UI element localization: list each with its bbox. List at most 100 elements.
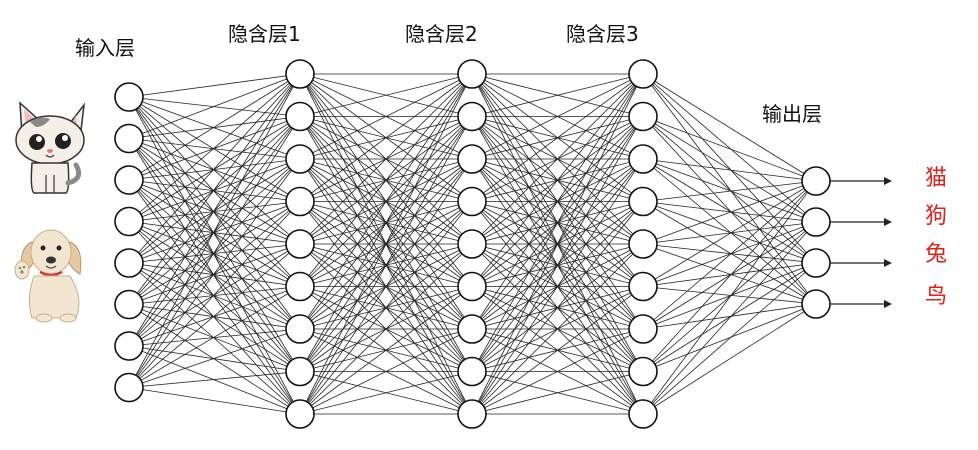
connection-line xyxy=(299,286,473,415)
connection-line xyxy=(642,180,817,287)
hidden-1-node xyxy=(285,101,315,132)
output-label-rabbit: 兔 xyxy=(925,242,948,267)
hidden-1-node xyxy=(285,144,315,174)
connection-line xyxy=(128,201,301,222)
connection-line xyxy=(642,180,817,415)
hidden-3-node xyxy=(628,314,658,344)
connection-line xyxy=(128,138,301,245)
hidden-2-node xyxy=(457,399,487,429)
connection-line xyxy=(642,158,817,305)
input-node xyxy=(114,206,144,237)
connection-line xyxy=(128,96,301,202)
input-node xyxy=(114,248,144,278)
connection-line xyxy=(128,96,301,287)
connection-line xyxy=(642,73,817,223)
connection-line xyxy=(642,303,817,415)
layer-title-output: 输出层 xyxy=(762,102,822,126)
connection-line xyxy=(471,371,644,415)
connection-line xyxy=(642,221,817,415)
connection-line xyxy=(128,179,301,202)
hidden-2-node xyxy=(457,314,487,344)
connection-line xyxy=(128,158,301,388)
connection-line xyxy=(471,73,644,245)
connection-line xyxy=(299,158,473,415)
connection-line xyxy=(128,221,301,330)
input-node xyxy=(114,123,144,154)
hidden-3-node xyxy=(628,229,658,259)
output-node xyxy=(801,289,831,319)
output-node xyxy=(801,207,831,237)
connection-line xyxy=(471,328,644,415)
connection-line xyxy=(299,73,473,415)
connection-line xyxy=(471,73,644,202)
output-arrow xyxy=(830,177,892,185)
connection-line xyxy=(128,158,301,181)
hidden-2-node xyxy=(457,144,487,174)
connection-line xyxy=(128,73,301,98)
hidden-2-node xyxy=(457,271,487,302)
connection-line xyxy=(299,73,473,287)
connection-line xyxy=(128,304,301,330)
output-label-bird: 鸟 xyxy=(925,284,948,309)
connection-line xyxy=(299,73,473,202)
connection-line xyxy=(471,73,644,160)
connection-line xyxy=(642,201,817,264)
connection-line xyxy=(299,201,473,415)
connection-line xyxy=(299,73,473,160)
connection-line xyxy=(642,201,817,305)
hidden-2-node xyxy=(457,186,487,217)
hidden-1-node xyxy=(285,59,315,89)
connection-line xyxy=(128,262,301,415)
connection-line xyxy=(128,221,301,287)
connection-line xyxy=(128,179,301,372)
connection-line xyxy=(299,73,473,117)
connection-line xyxy=(642,180,817,372)
connection-line xyxy=(642,180,817,202)
input-node xyxy=(114,289,144,320)
connection-line xyxy=(642,116,817,182)
connection-line xyxy=(642,180,817,245)
connection-line xyxy=(642,243,817,305)
hidden-3-node xyxy=(628,59,658,89)
connection-line xyxy=(128,138,301,160)
connection-line xyxy=(299,73,473,372)
connection-line xyxy=(299,73,473,330)
connection-line xyxy=(642,73,817,264)
output-node xyxy=(801,166,831,196)
connection-line xyxy=(642,303,817,372)
input-node xyxy=(114,165,144,195)
connection-line xyxy=(642,221,817,287)
output-arrows xyxy=(830,177,892,308)
connection-line xyxy=(128,73,301,139)
connection-line xyxy=(471,73,644,287)
connection-line xyxy=(128,243,301,264)
connection-line xyxy=(642,180,817,330)
connection-line xyxy=(642,116,817,223)
connection-line xyxy=(642,73,817,305)
hidden-3-node xyxy=(628,101,658,132)
connection-line xyxy=(642,201,817,223)
connection-line xyxy=(128,179,301,287)
connection-line xyxy=(128,304,301,372)
connection-line xyxy=(471,243,644,415)
output-label-dog: 狗 xyxy=(925,204,948,229)
connection-line xyxy=(642,73,817,182)
connection-line xyxy=(128,201,301,388)
output-arrow xyxy=(830,218,892,226)
connection-line xyxy=(128,73,301,222)
connection-line xyxy=(642,116,817,305)
connection-line xyxy=(128,116,301,139)
connection-line xyxy=(642,158,817,182)
connection-line xyxy=(128,73,301,347)
connection-line xyxy=(128,73,301,388)
connection-line xyxy=(128,221,301,415)
connection-line xyxy=(299,73,473,245)
connection-line xyxy=(128,286,301,388)
connection-line xyxy=(471,158,644,415)
layer-title-input: 输入层 xyxy=(75,36,135,60)
hidden-1-node xyxy=(285,186,315,217)
layer-title-hidden-3: 隐含层3 xyxy=(566,22,639,46)
input-node xyxy=(114,82,144,112)
connection-line xyxy=(642,262,817,415)
hidden-3-node xyxy=(628,271,658,302)
